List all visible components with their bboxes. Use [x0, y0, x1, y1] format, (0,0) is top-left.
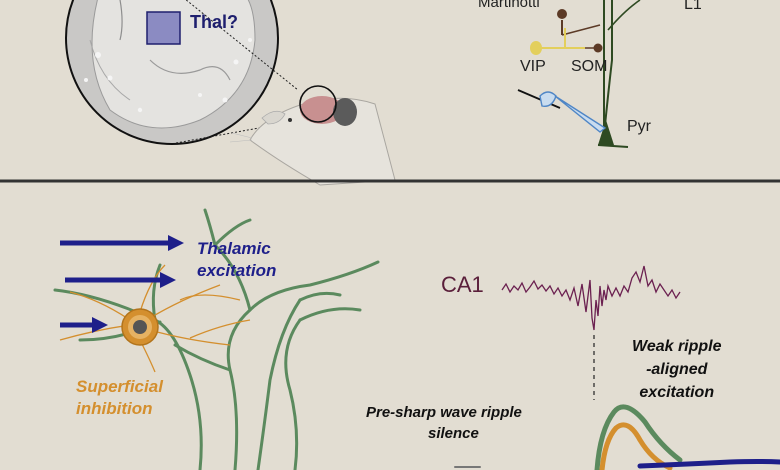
- pre-sharp-wave-line: silence: [428, 425, 479, 442]
- superficial-inhibition-line: inhibition: [76, 399, 153, 418]
- pre-sharp-wave-line: Pre-sharp wave ripple: [366, 404, 522, 421]
- som-label: SOM: [571, 58, 608, 75]
- thalamus-roi-box: [146, 11, 181, 45]
- vip-label: VIP: [520, 58, 546, 75]
- martinotti-soma: [557, 9, 567, 19]
- weak-ripple-line: Weak ripple: [632, 338, 722, 355]
- thalamic-excitation-label: Thalamic excitation: [197, 238, 276, 282]
- dendritic-arbor: [53, 208, 380, 470]
- recording-pipette: [539, 91, 607, 133]
- layer-label: L1: [684, 0, 702, 13]
- cortical-circuit: [517, 0, 641, 148]
- weak-ripple-excitation-label: Weak ripple -aligned excitation: [632, 335, 722, 404]
- weak-ripple-line: -aligned: [646, 361, 708, 378]
- ca1-label: CA1: [441, 272, 484, 297]
- ca1-lfp-trace: [501, 265, 681, 331]
- som-soma: [593, 43, 603, 53]
- thalamic-arrows: [60, 235, 184, 333]
- brain-section-zoom: [65, 0, 304, 145]
- weak-ripple-line: excitation: [639, 384, 715, 401]
- thalamic-excitation-line: excitation: [197, 261, 277, 280]
- inhibitory-neuron-soma: [121, 308, 159, 346]
- thalamic-excitation-line: Thalamic: [197, 239, 271, 258]
- response-curves: [454, 404, 780, 470]
- mouse-illustration: [229, 85, 396, 186]
- pyramidal-label: Pyr: [627, 118, 651, 135]
- superficial-inhibition-line: Superficial: [76, 377, 163, 396]
- superficial-inhibition-label: Superficial inhibition: [76, 376, 163, 420]
- thalamus-label: Thal?: [190, 12, 238, 32]
- martinotti-label: Martinotti: [478, 0, 540, 11]
- pyramidal-soma: [598, 120, 614, 145]
- vip-soma: [530, 41, 542, 55]
- pre-sharp-wave-label: Pre-sharp wave ripple silence: [366, 402, 522, 444]
